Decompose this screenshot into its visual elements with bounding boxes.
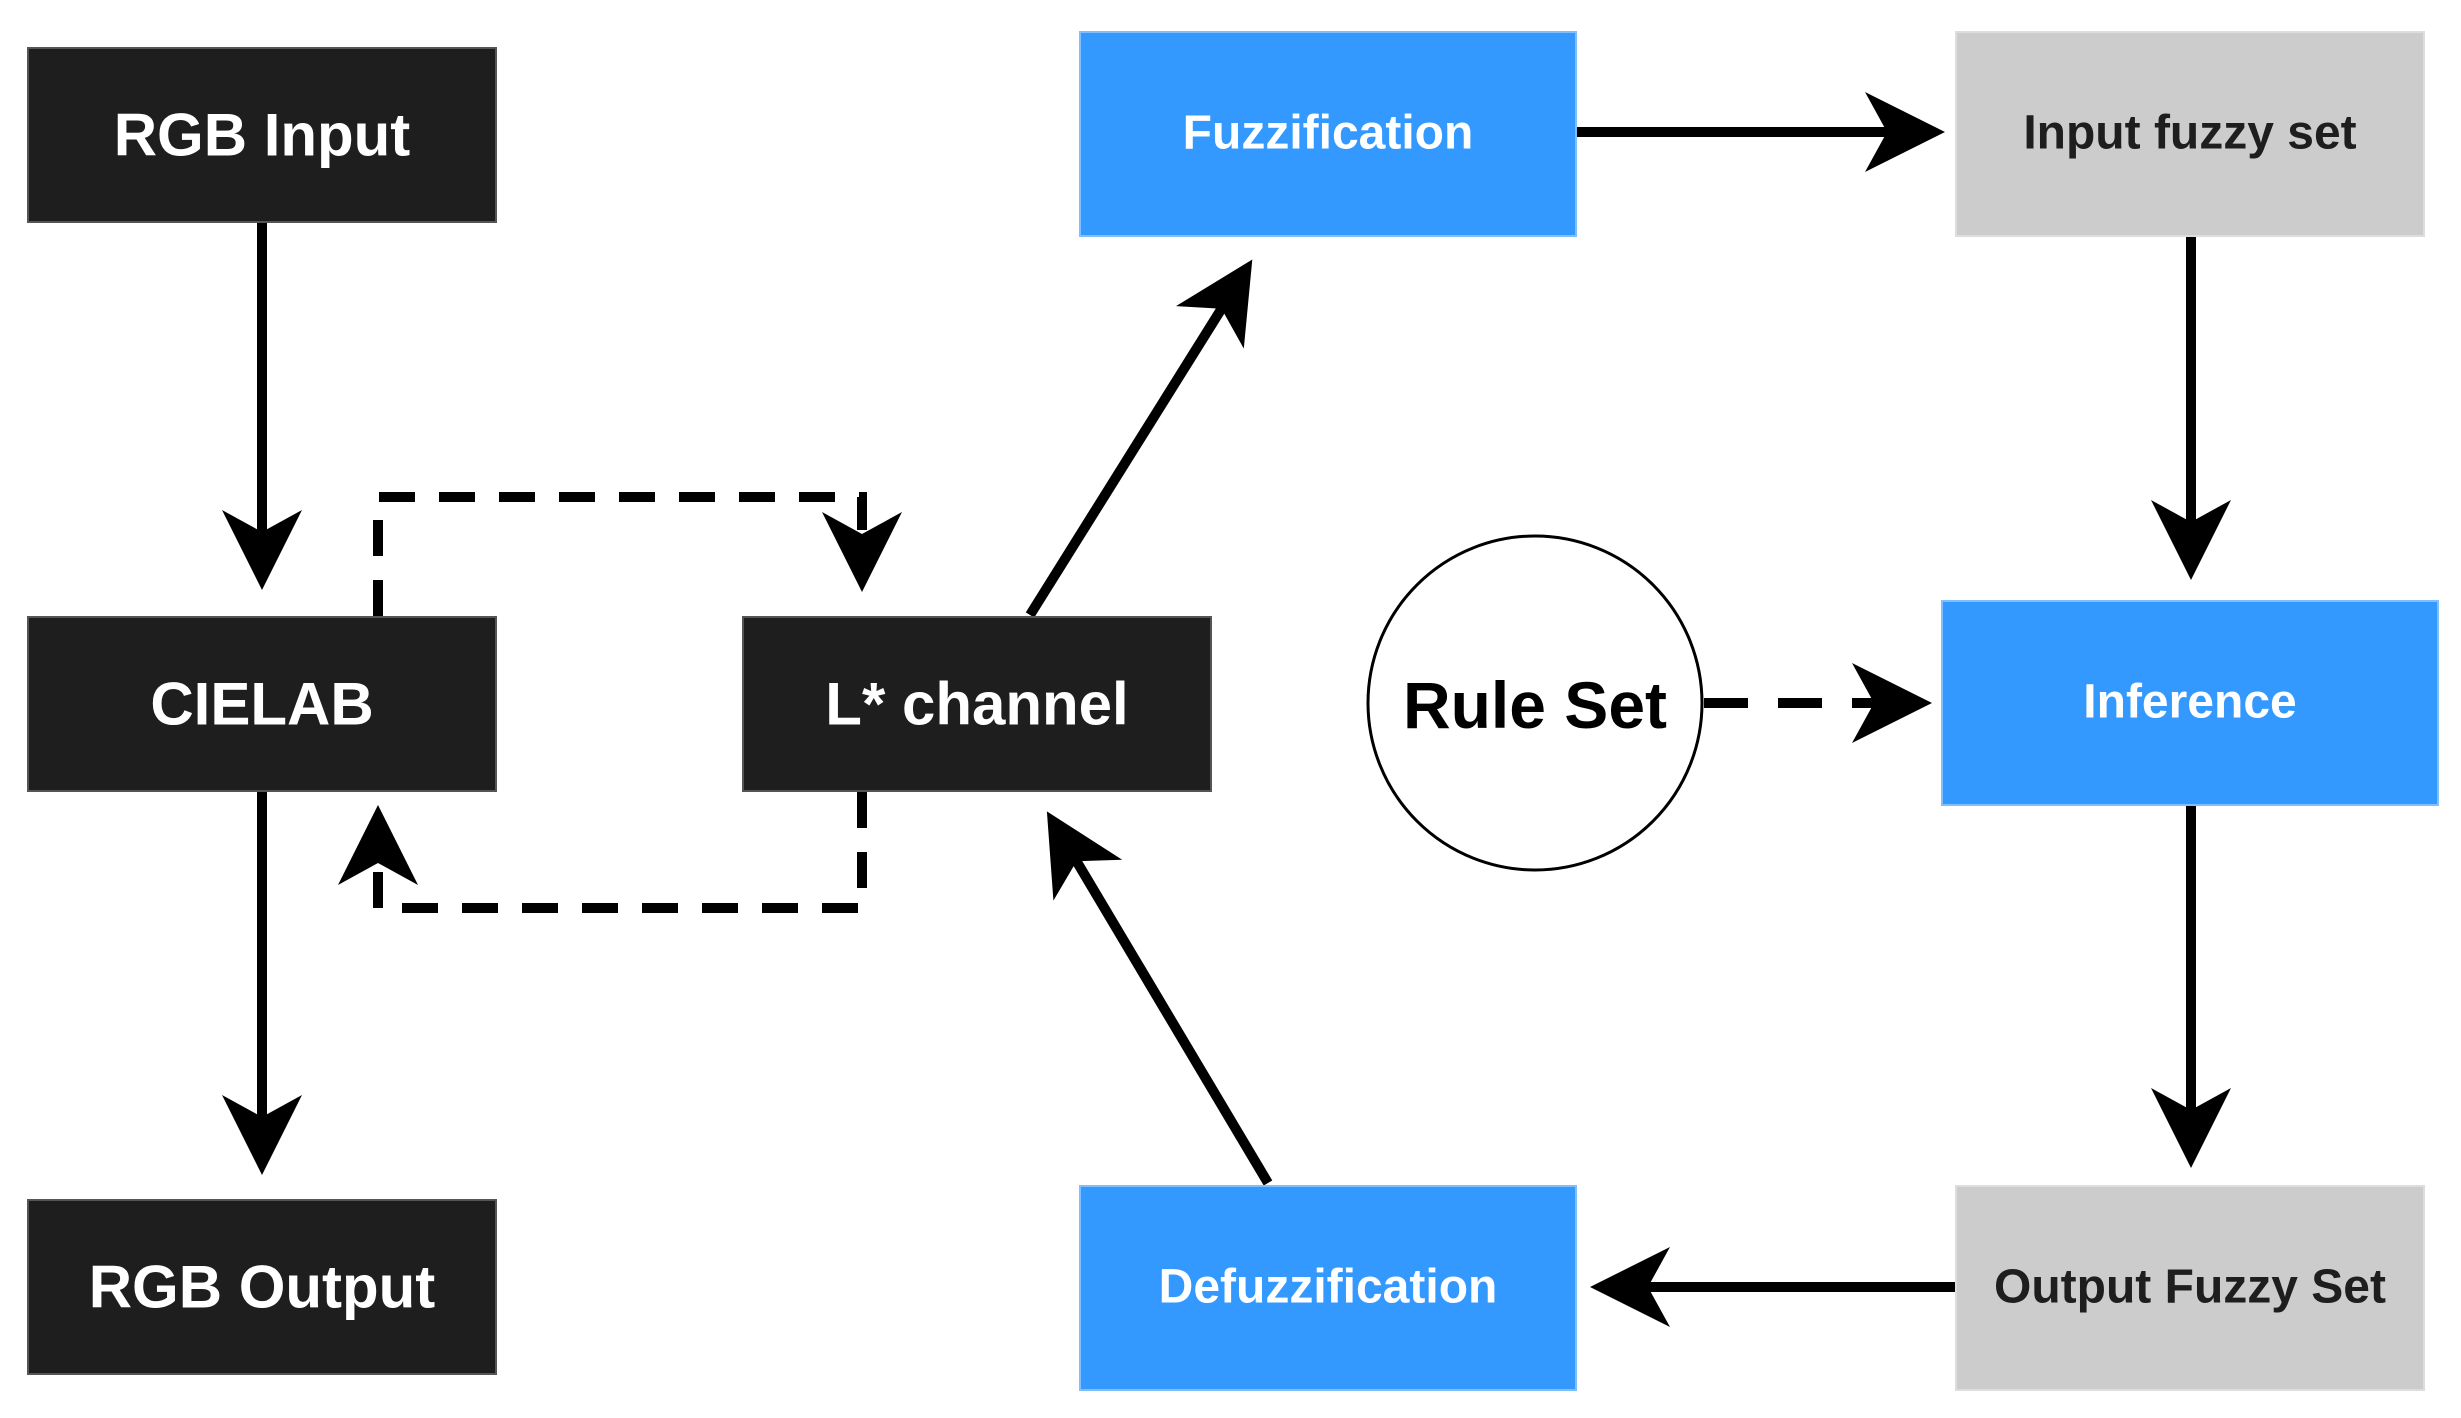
node-output-fuzzy-set: Output Fuzzy Set: [1955, 1185, 2425, 1391]
node-rgb-input-label: RGB Input: [114, 102, 411, 169]
node-cielab-box: [27, 616, 497, 792]
node-inference: Inference: [1941, 600, 2439, 806]
node-l-channel-label: L* channel: [825, 671, 1128, 738]
node-rule-set: Rule Set: [1366, 534, 1704, 872]
node-l-channel-box: [742, 616, 1212, 792]
node-inference-box: [1941, 600, 2439, 806]
dashed-arrow-cielab-to-l-channel: [373, 492, 902, 616]
node-fuzzification-box: [1079, 31, 1577, 237]
node-output-fuzzy-set-box: [1955, 1185, 2425, 1391]
node-rgb-output-label: RGB Output: [89, 1254, 436, 1321]
node-l-channel: L* channel: [742, 616, 1212, 792]
dashed-arrow-l-channel-to-cielab: [338, 792, 867, 913]
node-rgb-output-box: [27, 1199, 497, 1375]
node-rgb-input: RGB Input: [27, 47, 497, 223]
node-input-fuzzy-set-box: [1955, 31, 2425, 237]
node-defuzzification-box: [1079, 1185, 1577, 1391]
node-output-fuzzy-set-label: Output Fuzzy Set: [1994, 1261, 2386, 1314]
node-input-fuzzy-set: Input fuzzy set: [1955, 31, 2425, 237]
node-fuzzification-label: Fuzzification: [1183, 107, 1474, 160]
node-fuzzification: Fuzzification: [1079, 31, 1577, 237]
node-rule-set-label: Rule Set: [1403, 668, 1667, 742]
node-rgb-input-box: [27, 47, 497, 223]
node-rgb-output: RGB Output: [27, 1199, 497, 1375]
node-cielab-label: CIELAB: [150, 671, 373, 738]
node-rule-set-circle: [1366, 534, 1704, 872]
arrow-defuzzification-to-l-channel: [1046, 811, 1273, 1186]
node-inference-label: Inference: [2083, 676, 2296, 729]
node-defuzzification-label: Defuzzification: [1159, 1261, 1498, 1314]
node-cielab: CIELAB: [27, 616, 497, 792]
node-input-fuzzy-set-label: Input fuzzy set: [2023, 107, 2356, 160]
node-defuzzification: Defuzzification: [1079, 1185, 1577, 1391]
arrow-l-channel-to-fuzzification: [1025, 259, 1253, 618]
